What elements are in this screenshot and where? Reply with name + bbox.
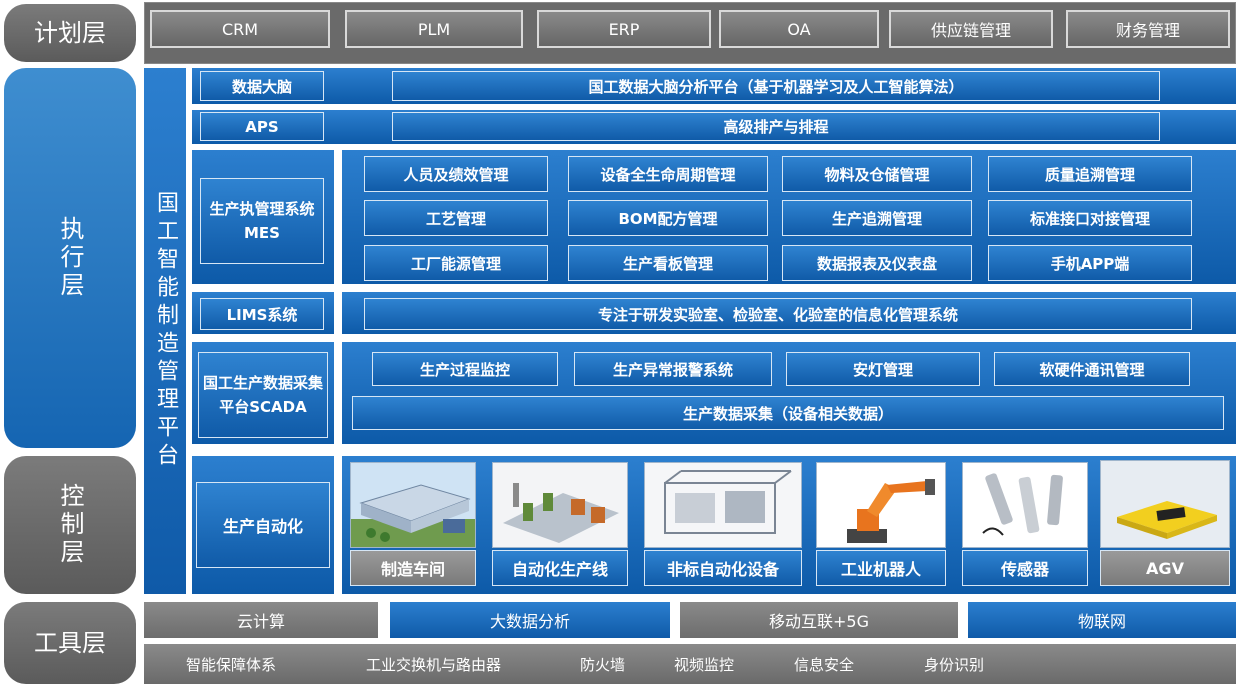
tools-layer-label: 工具层 (4, 602, 136, 684)
sensor-image (962, 462, 1088, 548)
scada-module-communication: 软硬件通讯管理 (994, 352, 1190, 386)
mes-module-equipment-lifecycle: 设备全生命周期管理 (568, 156, 768, 192)
mes-module-interface: 标准接口对接管理 (988, 200, 1192, 236)
tool-cloud-computing: 云计算 (144, 602, 378, 638)
mes-module-quality-trace: 质量追溯管理 (988, 156, 1192, 192)
mes-module-bom: BOM配方管理 (568, 200, 768, 236)
scada-module-andon: 安灯管理 (786, 352, 980, 386)
production-line-image (492, 462, 628, 548)
tool-switch-router: 工业交换机与路由器 (366, 655, 502, 674)
mes-module-reports: 数据报表及仪表盘 (782, 245, 972, 281)
plan-item-finance: 财务管理 (1066, 10, 1230, 48)
mes-module-kanban: 生产看板管理 (568, 245, 768, 281)
automation-item-nonstandard-equipment: 非标自动化设备 (644, 550, 802, 586)
aps-label: APS (200, 112, 324, 141)
control-layer-text: 控制层 (56, 483, 84, 567)
plan-layer-label: 计划层 (4, 4, 136, 62)
tool-identity: 身份识别 (924, 655, 985, 674)
platform-title: 国工智能制造管理平台 (153, 191, 178, 471)
industrial-robot-image (816, 462, 946, 548)
platform-pillar: 国工智能制造管理平台 (144, 68, 186, 594)
mes-module-energy: 工厂能源管理 (364, 245, 548, 281)
scada-module-alarm: 生产异常报警系统 (574, 352, 772, 386)
plan-item-supply-chain: 供应链管理 (889, 10, 1053, 48)
automation-item-production-line: 自动化生产线 (492, 550, 628, 586)
lims-label: LIMS系统 (200, 298, 324, 330)
plan-item-crm: CRM (150, 10, 330, 48)
exec-layer-text: 执行层 (56, 216, 84, 300)
automation-item-robot: 工业机器人 (816, 550, 946, 586)
data-brain-label: 数据大脑 (200, 71, 324, 101)
mes-label: 生产执管理系统MES (200, 178, 324, 264)
factory-workshop-image (350, 462, 476, 548)
tool-iot: 物联网 (968, 602, 1236, 638)
lims-desc: 专注于研发实验室、检验室、化验室的信息化管理系统 (364, 298, 1192, 330)
tool-mobile-5g: 移动互联+5G (680, 602, 958, 638)
automation-item-agv: AGV (1100, 550, 1230, 586)
mes-module-process: 工艺管理 (364, 200, 548, 236)
scada-collect: 生产数据采集（设备相关数据） (352, 396, 1224, 430)
data-brain-desc: 国工数据大脑分析平台（基于机器学习及人工智能算法） (392, 71, 1160, 101)
tool-video-monitoring: 视频监控 (674, 655, 735, 674)
automation-item-workshop: 制造车间 (350, 550, 476, 586)
tool-firewall: 防火墙 (580, 655, 626, 674)
scada-module-process-monitor: 生产过程监控 (372, 352, 558, 386)
tool-security-system: 智能保障体系 (186, 655, 277, 674)
scada-label: 国工生产数据采集平台SCADA (198, 352, 328, 438)
automation-equipment-image (644, 462, 802, 548)
mes-module-material-warehouse: 物料及仓储管理 (782, 156, 972, 192)
plan-item-oa: OA (719, 10, 879, 48)
mes-module-production-trace: 生产追溯管理 (782, 200, 972, 236)
tool-big-data: 大数据分析 (390, 602, 670, 638)
automation-label: 生产自动化 (196, 482, 330, 568)
agv-image (1100, 460, 1230, 548)
plan-item-plm: PLM (345, 10, 523, 48)
mes-module-mobile-app: 手机APP端 (988, 245, 1192, 281)
plan-item-erp: ERP (537, 10, 711, 48)
aps-desc: 高级排产与排程 (392, 112, 1160, 141)
automation-item-sensor: 传感器 (962, 550, 1088, 586)
tools-bottom-bar: 智能保障体系 工业交换机与路由器 防火墙 视频监控 信息安全 身份识别 (144, 644, 1236, 684)
control-layer-label: 控制层 (4, 456, 136, 594)
tool-info-security: 信息安全 (794, 655, 855, 674)
mes-module-personnel: 人员及绩效管理 (364, 156, 548, 192)
exec-layer-label: 执行层 (4, 68, 136, 448)
